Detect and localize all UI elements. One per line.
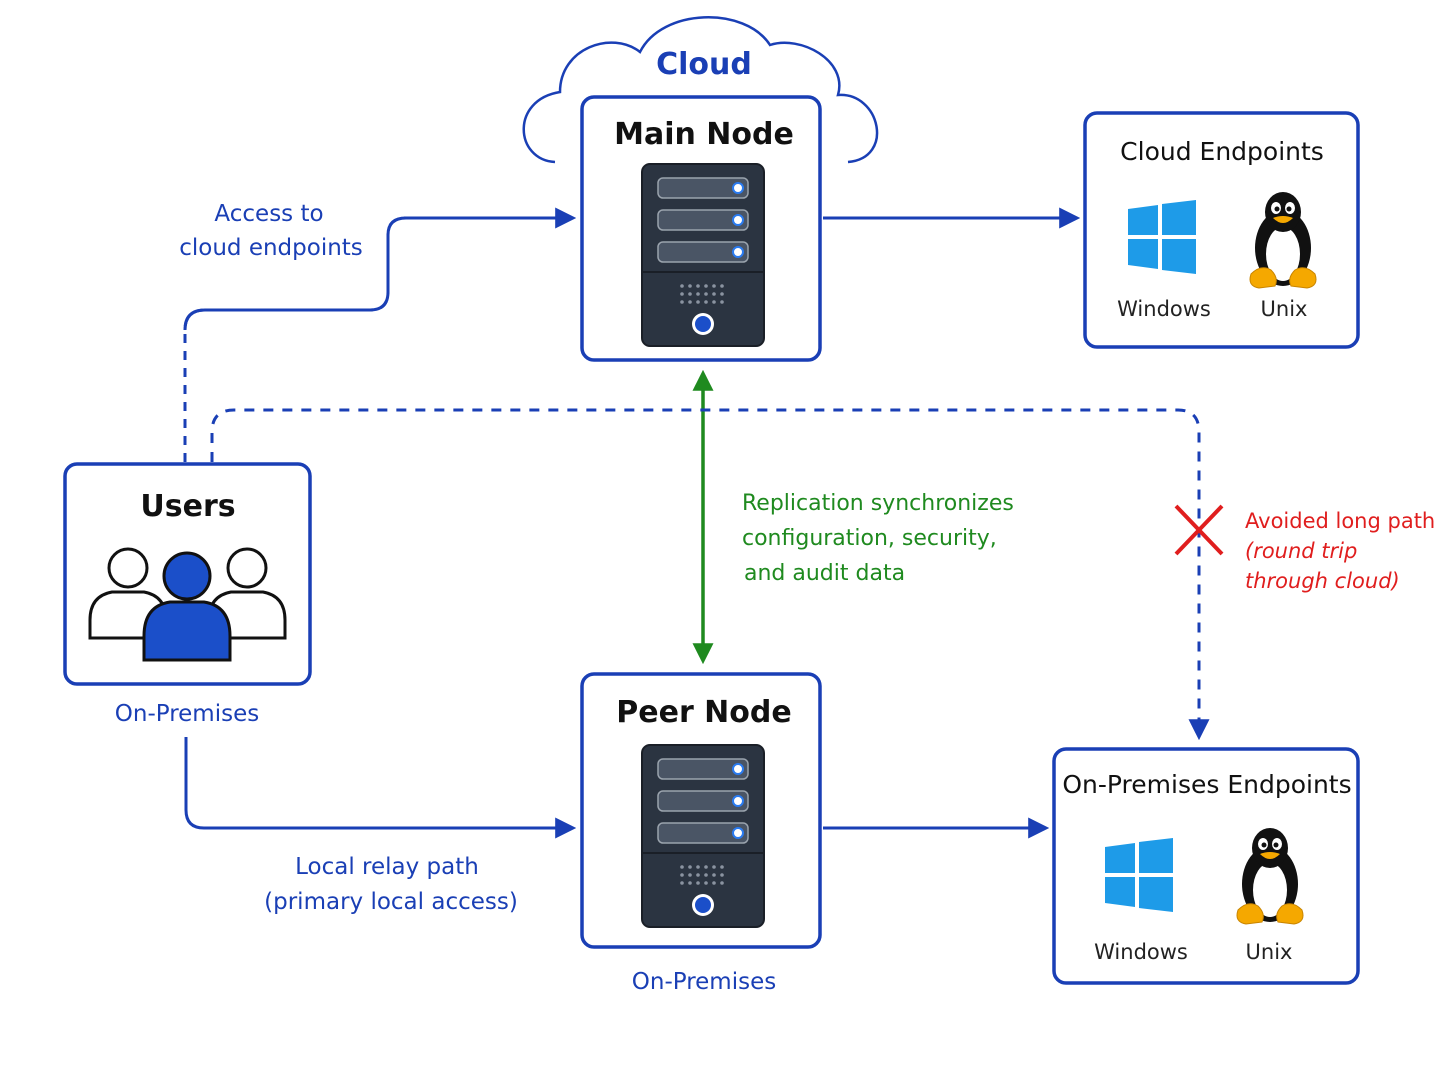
main-node-server-icon — [641, 163, 765, 347]
cloud-unix-label: Unix — [1261, 297, 1308, 321]
edge-avoided-line2: (round trip — [1245, 539, 1357, 563]
main-node-title: Main Node — [614, 117, 794, 152]
edge-local-relay-line2: (primary local access) — [264, 889, 518, 915]
edge-local-relay-line1: Local relay path — [295, 854, 479, 880]
cloud-endpoints-title: Cloud Endpoints — [1120, 137, 1324, 166]
edge-replication-line1: Replication synchronizes — [742, 491, 1014, 516]
edge-users-to-main-solid — [183, 207, 577, 331]
peer-node-server-icon — [641, 744, 765, 928]
peer-node-title: Peer Node — [616, 695, 791, 730]
edge-avoided-line1: Avoided long path — [1245, 509, 1435, 533]
peer-node-zone-label: On-Premises — [632, 969, 776, 995]
cloud-endpoints-box[interactable] — [1083, 111, 1360, 349]
user-center-icon — [142, 551, 232, 662]
avoided-x-icon — [1174, 504, 1224, 556]
onprem-unix-label: Unix — [1246, 940, 1293, 964]
users-zone-label: On-Premises — [115, 701, 259, 727]
edge-cloud-access-line2: cloud endpoints — [179, 235, 363, 261]
edge-cloud-access-line1: Access to — [214, 201, 323, 227]
edge-replication-line2: configuration, security, — [742, 526, 997, 551]
cloud-label: Cloud — [656, 47, 752, 82]
edge-avoided-path — [210, 408, 1210, 741]
edge-users-to-peer — [184, 737, 577, 839]
onprem-windows-label: Windows — [1094, 940, 1188, 964]
edge-replication-line3: and audit data — [744, 561, 905, 586]
users-title: Users — [140, 489, 235, 524]
cloud-windows-label: Windows — [1117, 297, 1211, 321]
onprem-endpoints-box[interactable] — [1052, 747, 1360, 985]
onprem-endpoints-title: On-Premises Endpoints — [1062, 770, 1351, 799]
edge-avoided-line3: through cloud) — [1245, 569, 1400, 593]
